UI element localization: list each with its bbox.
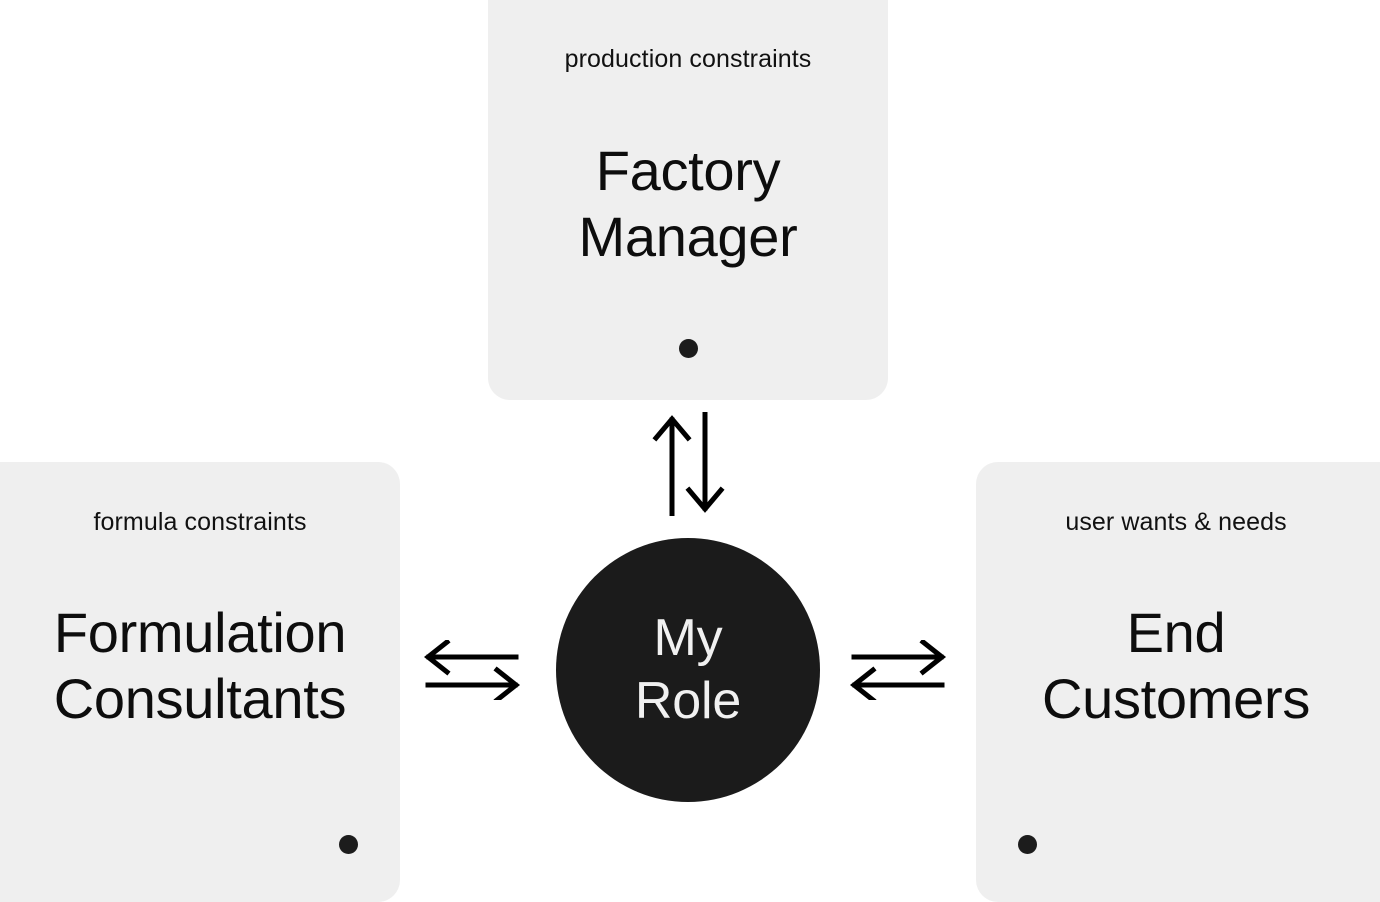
- connector-right-bidirectional: [850, 640, 950, 700]
- connector-left-bidirectional: [424, 640, 524, 700]
- arrow-left-icon: [850, 666, 945, 700]
- node-dot-factory-manager: [678, 339, 698, 358]
- node-title-formulation-consultants: Formulation Consultants: [53, 601, 347, 730]
- node-title-factory-manager: Factory Manager: [578, 139, 798, 268]
- node-dot-formulation-consultants: [339, 835, 358, 854]
- node-card-formulation-consultants[interactable]: formula constraints Formulation Consulta…: [0, 462, 400, 902]
- arrow-left-icon: [424, 640, 519, 676]
- arrow-right-icon: [425, 666, 521, 700]
- node-dot-end-customers: [1018, 835, 1037, 854]
- node-card-factory-manager[interactable]: production constraints Factory Manager: [488, 0, 888, 400]
- center-node-my-role[interactable]: My Role: [556, 538, 820, 802]
- node-caption-factory-manager: production constraints: [564, 45, 812, 73]
- connector-top-bidirectional: [650, 412, 726, 516]
- arrow-up-icon: [652, 415, 692, 516]
- node-card-end-customers[interactable]: user wants & needs End Customers: [976, 462, 1380, 902]
- node-caption-end-customers: user wants & needs: [1065, 508, 1287, 536]
- center-node-label: My Role: [634, 609, 742, 730]
- arrow-right-icon: [851, 640, 947, 676]
- node-caption-formulation-consultants: formula constraints: [93, 508, 307, 536]
- node-title-end-customers: End Customers: [1041, 601, 1311, 730]
- arrow-down-icon: [685, 412, 725, 513]
